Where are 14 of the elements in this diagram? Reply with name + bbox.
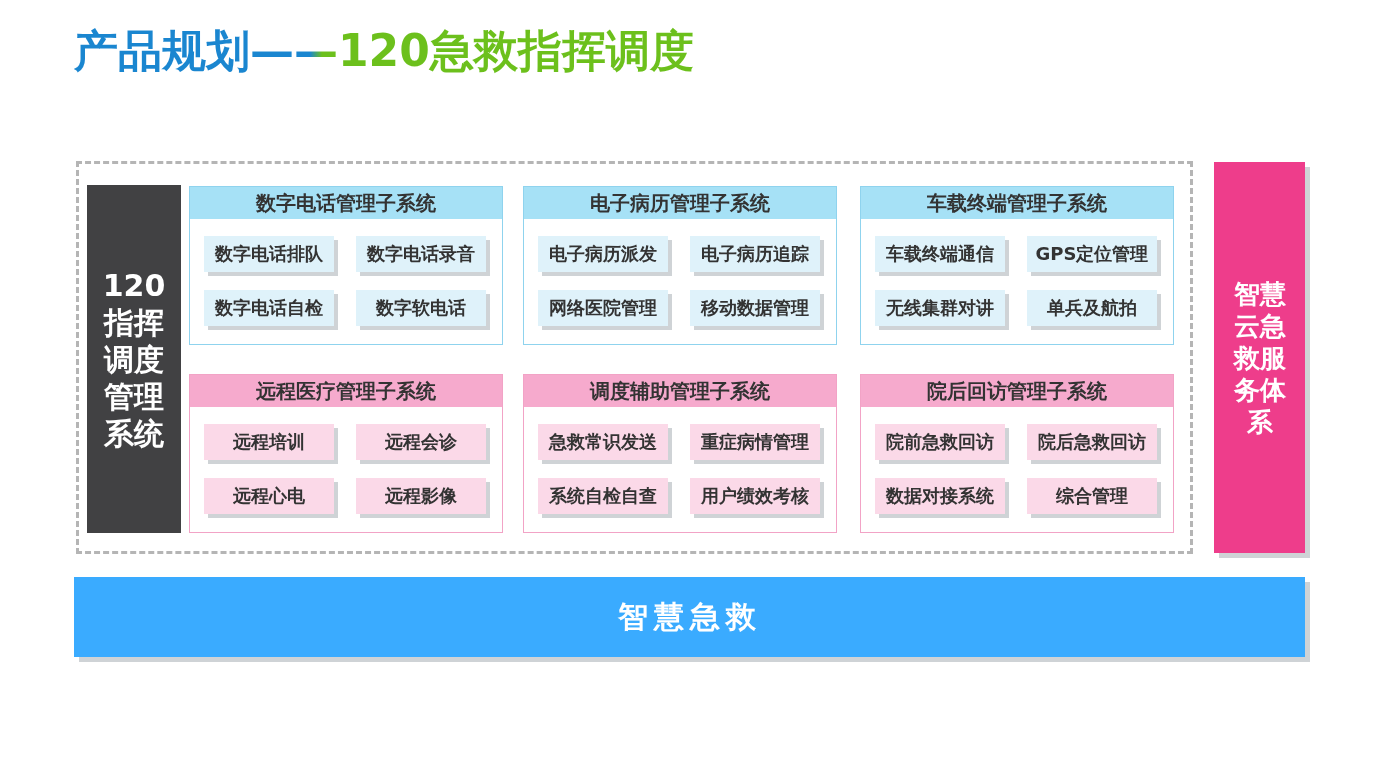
system-bar: 120指挥调度管理系统 — [87, 185, 181, 533]
panel-heading: 电子病历管理子系统 — [524, 187, 836, 219]
subsystem-panel — [523, 186, 837, 345]
subsystem-panel — [189, 374, 503, 533]
panel-heading: 远程医疗管理子系统 — [190, 375, 502, 407]
panel-heading: 调度辅助管理子系统 — [524, 375, 836, 407]
subsystem-panel — [523, 374, 837, 533]
subsystem-panel — [860, 374, 1174, 533]
panel-heading: 数字电话管理子系统 — [190, 187, 502, 219]
subsystem-panel — [189, 186, 503, 345]
panel-heading: 车载终端管理子系统 — [861, 187, 1173, 219]
dashed-frame — [76, 161, 1193, 554]
panel-heading: 院后回访管理子系统 — [861, 375, 1173, 407]
subsystem-panel — [860, 186, 1174, 345]
